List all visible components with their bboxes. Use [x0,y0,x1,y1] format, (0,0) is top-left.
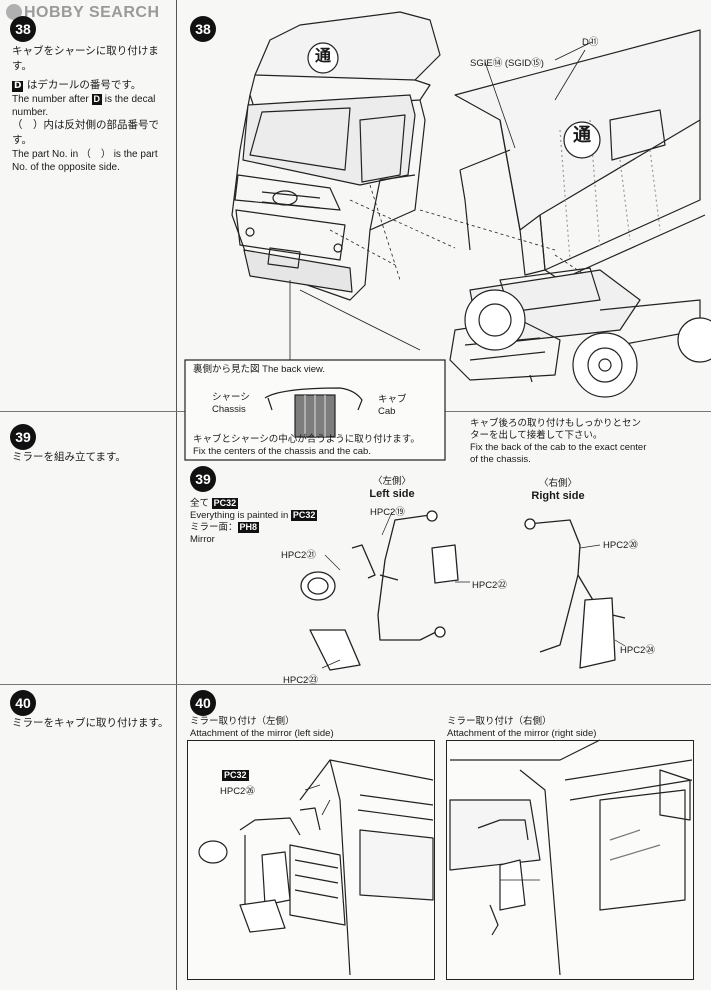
step-40-side-text: ミラーをキャブに取り付けます。 [12,717,169,729]
step-39-side-text: ミラーを組み立てます。 [12,451,126,463]
small-mirror-part [300,571,336,601]
decal-symbol-icon: D [12,81,24,92]
decal-note-jp: はデカールの番号です。 [26,79,142,91]
sgie-part-label: SGIE⑭ (SGID⑮) [470,58,544,69]
left-mirror-body [431,544,459,584]
column-divider [176,0,177,990]
hpc2-22-label: HPC2㉒ [472,580,507,591]
step-38-main-badge: 38 [190,16,216,42]
opposite-note-en: The part No. in （ ） is the part No. of t… [12,149,158,173]
decal-11-label: D⑪ [582,37,599,48]
right-mirror-body [579,597,616,669]
back-view-inset-drawing [264,387,363,438]
box-emblem-text: 通 [573,125,591,146]
box-emblem-icon [563,121,601,159]
decal-note-en-pre: The number after [12,94,89,105]
paint-note: 全て PC32 Everything is painted in PC32 ミラ… [190,498,318,545]
truck-cab-drawing [231,11,441,301]
left-mirror-stay [377,514,441,641]
decal-symbol-icon: D [91,94,102,105]
section-divider-40 [0,684,711,685]
cab-emblem-text: 通 [314,46,331,65]
right-attach-caption: ミラー取り付け（右側）Attachment of the mirror (rig… [447,716,597,739]
inset-note: キャブとシャーシの中心が合うように取り付けます。Fix the centers … [193,434,420,457]
opposite-note-jp: （ ）内は反対側の部品番号です。 [12,119,159,146]
step-38-decal-note: D はデカールの番号です。 The number after D is the … [12,78,172,119]
left-side-heading: 〈左側〉Left side [369,476,415,500]
lower-mirror-body [309,629,361,671]
cab-emblem-icon [307,42,339,74]
hpc2-23-label: HPC2㉓ [283,675,318,686]
decal-note-en-post: is the decal number. [12,94,156,118]
step-40-main-badge: 40 [190,690,216,716]
left-attach-caption: ミラー取り付け（左側）Attachment of the mirror (lef… [190,716,334,739]
attach-small-mirror [198,840,228,864]
rail-leader-line [484,61,516,149]
hpc2-24-label: HPC2㉔ [620,645,655,656]
step-40-side-badge: 40 [10,690,36,716]
attach-left-mirror [261,851,291,906]
attach-right-mirror [499,859,526,911]
watermark: HOBBY SEARCH [6,4,160,22]
side-rail-part [459,149,511,251]
step-38-badge: 38 [10,16,36,42]
hpc2-19-label: HPC2⑲ [370,507,405,518]
step-38-side-text: キャブをシャーシに取り付けます。 [12,45,159,72]
cab-back-note: キャブ後ろの取り付けもしっかりとセンターを出して接着して下さい。Fix the … [470,418,647,465]
hpc2-21-label: HPC2㉑ [281,550,316,561]
attach-paint-code: PC32 [222,770,249,781]
step-39-main-badge: 39 [190,466,216,492]
hpc2-20-label: HPC2⑳ [603,540,638,551]
inset-title: 裏側から見た図 The back view. [193,364,325,375]
step-39-side-badge: 39 [10,424,36,450]
hpc2-26-label: HPC2㉖ [220,786,255,797]
right-side-heading: 〈右側〉Right side [531,478,585,502]
step-38-opposite-note: （ ）内は反対側の部品番号です。 The part No. in （ ） is … [12,118,172,174]
left-mirror-bracket [351,544,376,579]
chassis-drawing [449,267,711,398]
